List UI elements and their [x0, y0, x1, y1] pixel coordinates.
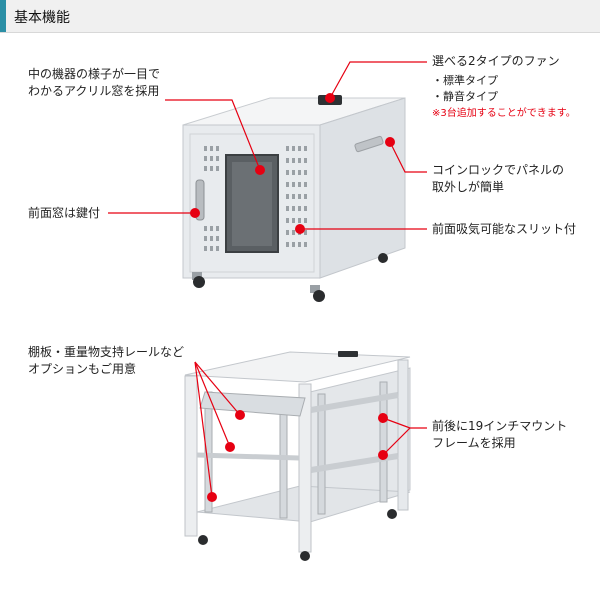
acrylic-window-label: 中の機器の様子が一目で わかるアクリル窓を採用 [28, 66, 160, 100]
front-slit-label: 前面吸気可能なスリット付 [432, 222, 577, 236]
coin-lock-line-2: 取外しが簡単 [432, 180, 505, 194]
mount-frame-line-2: フレームを採用 [432, 436, 516, 450]
closed-cabinet-image [182, 95, 406, 302]
shelf-options-label: 棚板・重量物支持レールなど オプションもご用意 [28, 344, 184, 378]
mount-frame-label: 前後に19インチマウント フレームを採用 [432, 418, 567, 452]
shelf-options-line-1: 棚板・重量物支持レールなど [28, 345, 185, 359]
fan-note: ※3台追加することができます。 [432, 108, 576, 119]
mount-frame-line-1: 前後に19インチマウント [432, 419, 568, 433]
section-title: 基本機能 [14, 10, 70, 26]
open-frame-cabinet-image [184, 351, 411, 561]
coin-lock-line-1: コインロックでパネルの [432, 163, 565, 177]
section-header: 基本機能 [0, 0, 600, 33]
top-leader-lines [108, 61, 427, 230]
fan-title-label: 選べる2タイプのファン [432, 54, 560, 68]
bottom-marker-dots [207, 410, 388, 502]
fan-option-quiet: ・静音タイプ [432, 90, 498, 103]
front-lock-label: 前面窓は鍵付 [28, 206, 101, 220]
bottom-leader-lines [194, 361, 427, 498]
header-accent-bar [0, 0, 6, 32]
acrylic-window-line-1: 中の機器の様子が一目で [28, 67, 161, 81]
top-marker-dots [190, 93, 395, 234]
shelf-options-line-2: オプションもご用意 [28, 362, 137, 376]
fan-option-standard: ・標準タイプ [432, 74, 498, 87]
acrylic-window-line-2: わかるアクリル窓を採用 [28, 84, 160, 98]
coin-lock-label: コインロックでパネルの 取外しが簡単 [432, 162, 564, 196]
